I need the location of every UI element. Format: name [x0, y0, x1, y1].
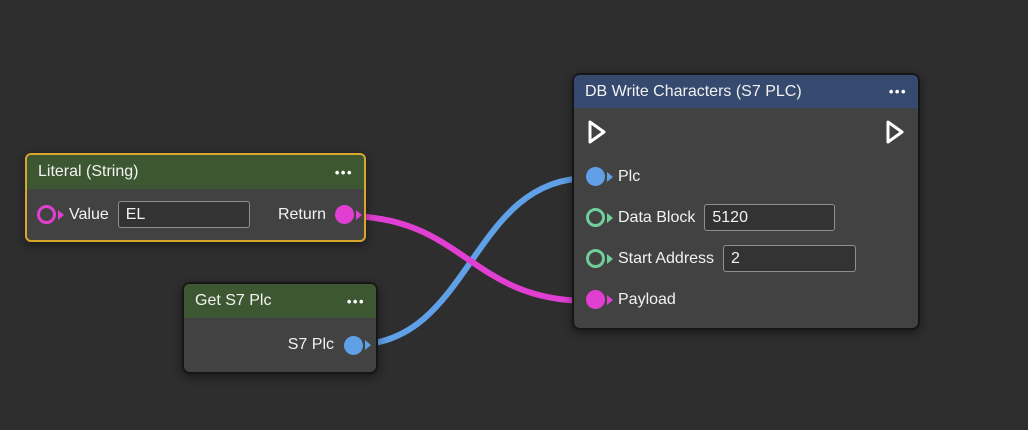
ellipsis-menu-icon[interactable]: ••• [888, 84, 907, 99]
port-row-data-block: Data Block [574, 197, 918, 238]
payload-label: Payload [618, 290, 676, 308]
plc-input-port[interactable] [586, 167, 613, 186]
port-circle-icon [586, 167, 605, 186]
wire-return-to-payload[interactable] [342, 213, 592, 304]
start-address-input-port[interactable] [586, 249, 613, 268]
ellipsis-menu-icon[interactable]: ••• [334, 164, 353, 180]
node-title: DB Write Characters (S7 PLC) [585, 82, 802, 100]
node-db-write-characters[interactable]: DB Write Characters (S7 PLC) ••• Plc [572, 73, 920, 330]
port-barb-icon [607, 212, 613, 223]
flow-in-port[interactable] [586, 119, 608, 145]
node-getplc-header[interactable]: Get S7 Plc ••• [184, 284, 376, 318]
node-getplc-body: S7 Plc [184, 318, 376, 372]
node-literal-header[interactable]: Literal (String) ••• [27, 155, 364, 189]
port-barb-icon [356, 209, 362, 220]
node-title: Literal (String) [38, 163, 139, 180]
value-input-port[interactable] [37, 205, 64, 224]
node-dbwrite-body: Plc Data Block Start Address [574, 108, 918, 328]
flow-port-row [574, 108, 918, 156]
exec-triangle-icon [886, 120, 904, 144]
port-circle-icon [335, 205, 354, 224]
port-row-plc: Plc [574, 156, 918, 197]
port-circle-icon [586, 249, 605, 268]
s7plc-output-label: S7 Plc [287, 336, 334, 353]
return-label: Return [277, 205, 326, 223]
node-dbwrite-header[interactable]: DB Write Characters (S7 PLC) ••• [574, 75, 918, 108]
return-output-port[interactable] [335, 205, 362, 224]
start-address-text-field[interactable] [723, 245, 857, 272]
value-label: Value [69, 205, 109, 223]
s7plc-output-port[interactable] [344, 335, 371, 355]
port-row-payload: Payload [574, 279, 918, 320]
port-circle-icon [37, 205, 56, 224]
ellipsis-menu-icon[interactable]: ••• [346, 293, 365, 309]
port-row-start-address: Start Address [574, 238, 918, 279]
data-block-input-port[interactable] [586, 208, 613, 227]
port-circle-icon [586, 208, 605, 227]
data-block-label: Data Block [618, 208, 696, 226]
port-barb-icon [607, 253, 613, 264]
node-literal-string[interactable]: Literal (String) ••• Value Return [25, 153, 366, 242]
node-title: Get S7 Plc [195, 292, 272, 309]
exec-triangle-icon [588, 120, 606, 144]
flow-out-port[interactable] [884, 119, 906, 145]
node-get-s7-plc[interactable]: Get S7 Plc ••• S7 Plc [182, 282, 378, 374]
port-barb-icon [607, 171, 613, 182]
node-literal-body: Value Return [27, 189, 364, 240]
start-address-label: Start Address [618, 249, 715, 267]
port-circle-icon [344, 335, 363, 355]
value-text-field[interactable] [117, 201, 250, 228]
payload-input-port[interactable] [586, 290, 613, 309]
plc-label: Plc [618, 167, 641, 185]
port-barb-icon [58, 209, 64, 220]
port-barb-icon [607, 294, 613, 305]
port-barb-icon [365, 340, 371, 350]
port-circle-icon [586, 290, 605, 309]
data-block-text-field[interactable] [704, 204, 836, 231]
